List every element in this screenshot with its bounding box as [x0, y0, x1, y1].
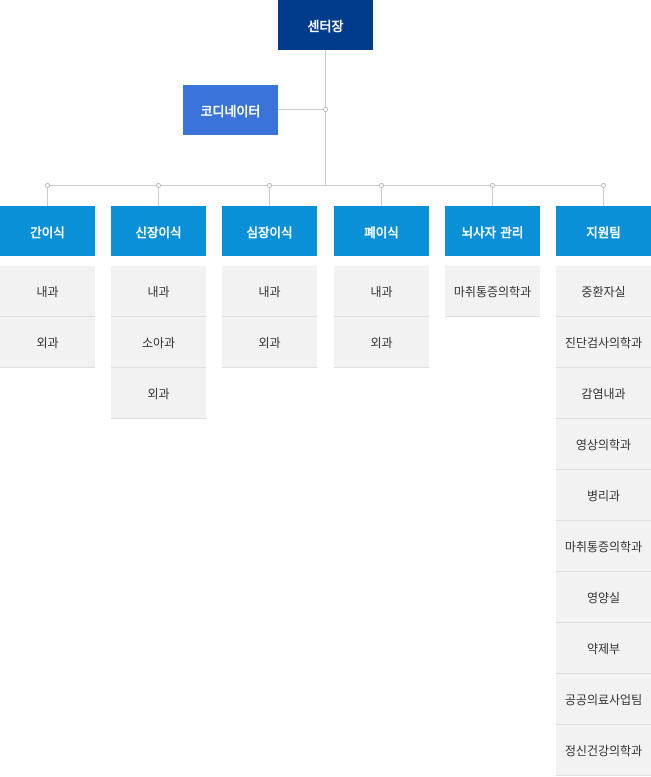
- connector-drop: [492, 185, 493, 206]
- department-cell: 소아과: [111, 317, 206, 368]
- department-cell: 공공의료사업팀: [556, 674, 651, 725]
- department-cell: 약제부: [556, 623, 651, 674]
- department-cell: 내과: [222, 266, 317, 317]
- connector-coordinator: [278, 109, 325, 110]
- department-cell: 진단검사의학과: [556, 317, 651, 368]
- department-cell: 감염내과: [556, 368, 651, 419]
- connector-dot: [379, 183, 384, 188]
- department-cell: 중환자실: [556, 266, 651, 317]
- department-cell: 외과: [0, 317, 95, 368]
- connector-dot: [323, 107, 328, 112]
- department-cell: 마취통증의학과: [445, 266, 540, 317]
- connector-drop: [381, 185, 382, 206]
- department-cell: 내과: [334, 266, 429, 317]
- node-center-director: 센터장: [278, 0, 373, 50]
- department-cell: 정신건강의학과: [556, 725, 651, 776]
- department-cell: 마취통증의학과: [556, 521, 651, 572]
- department-cell: 외과: [334, 317, 429, 368]
- connector-horizontal: [47, 185, 604, 186]
- department-cell: 병리과: [556, 470, 651, 521]
- connector-drop: [158, 185, 159, 206]
- connector-dot: [267, 183, 272, 188]
- column-header: 뇌사자 관리: [445, 206, 540, 256]
- column-header: 심장이식: [222, 206, 317, 256]
- column-header: 지원팀: [556, 206, 651, 256]
- department-cell: 내과: [111, 266, 206, 317]
- connector-drop: [603, 185, 604, 206]
- department-cell: 영상의학과: [556, 419, 651, 470]
- department-cell: 영양실: [556, 572, 651, 623]
- connector-trunk: [325, 50, 326, 185]
- column-header: 폐이식: [334, 206, 429, 256]
- department-cell: 외과: [222, 317, 317, 368]
- department-cell: 내과: [0, 266, 95, 317]
- department-cell: 외과: [111, 368, 206, 419]
- connector-drop: [47, 185, 48, 206]
- connector-dot: [156, 183, 161, 188]
- node-coordinator: 코디네이터: [183, 85, 278, 135]
- connector-dot: [490, 183, 495, 188]
- column-header: 신장이식: [111, 206, 206, 256]
- connector-drop: [269, 185, 270, 206]
- column-header: 간이식: [0, 206, 95, 256]
- connector-dot: [601, 183, 606, 188]
- connector-dot: [45, 183, 50, 188]
